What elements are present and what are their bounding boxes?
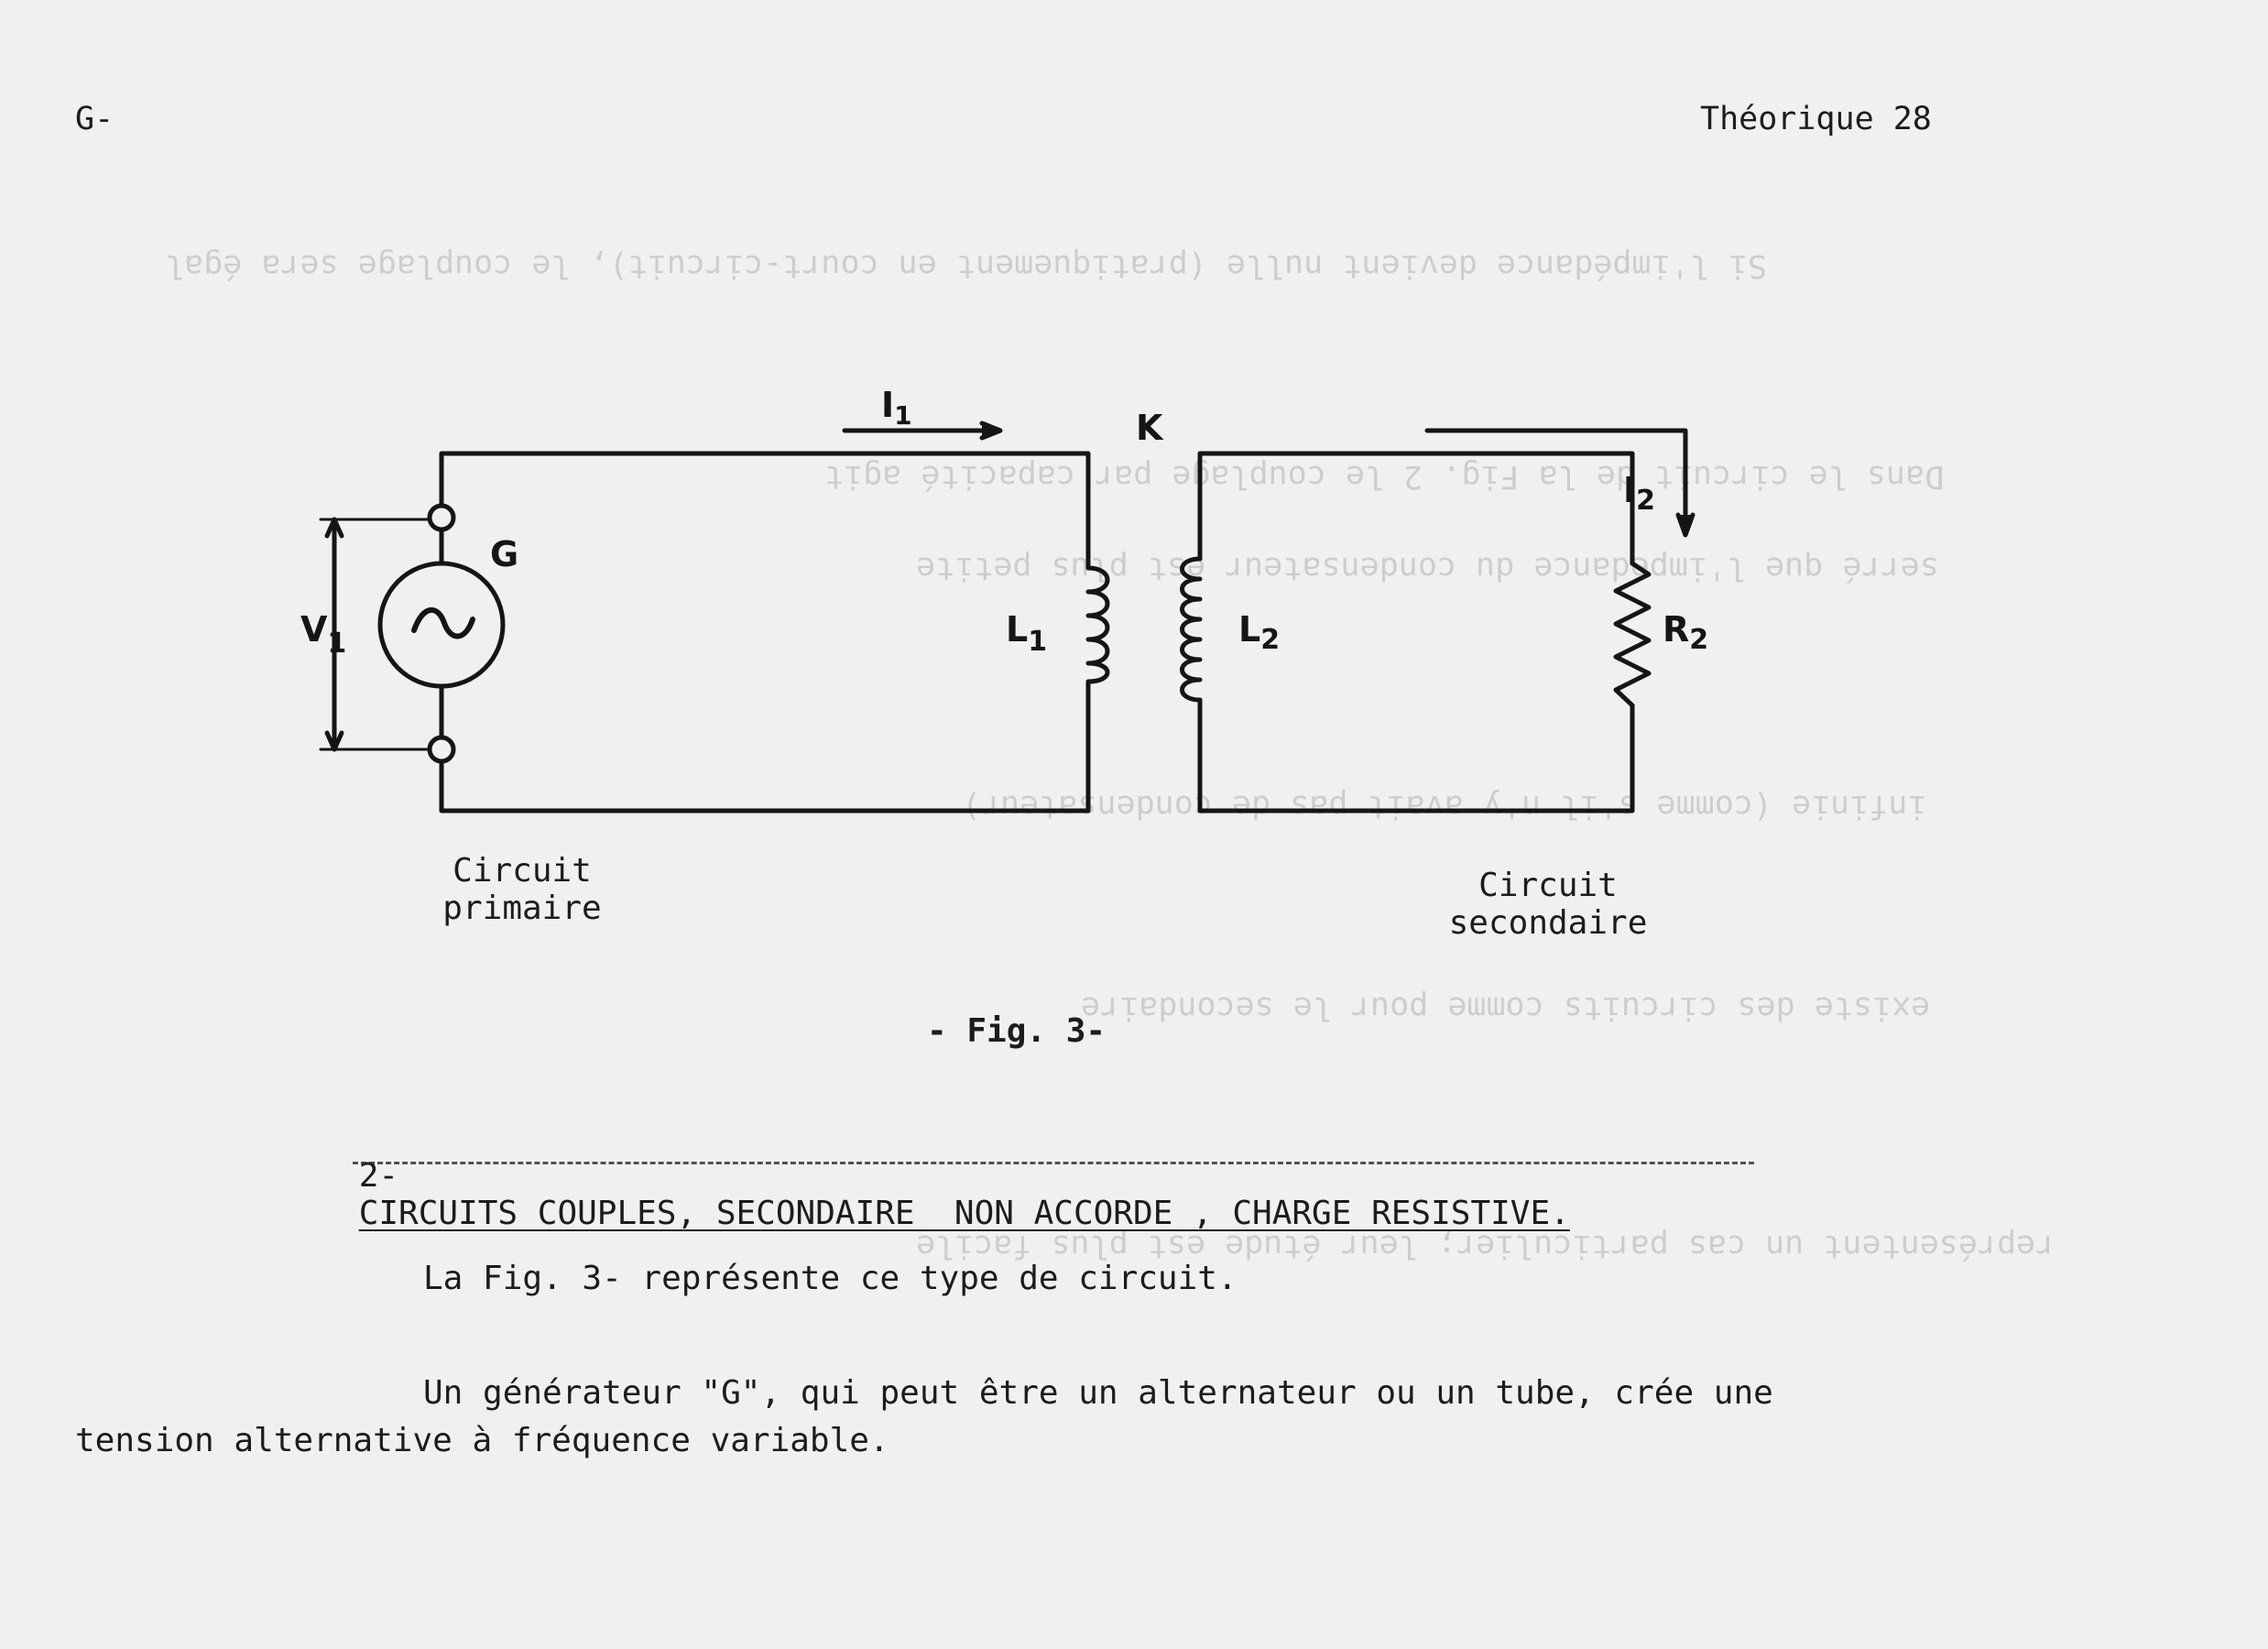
- label-g: G: [490, 534, 518, 574]
- page-number-label: Théorique 28: [1700, 101, 1932, 137]
- label-v1: V1: [300, 609, 346, 660]
- label-l2: L2: [1238, 609, 1280, 656]
- label-l1: L1: [1006, 609, 1047, 658]
- primary-wire-bottom: [439, 703, 1091, 814]
- primary-caption-line1: Circuit: [453, 852, 592, 890]
- secondary-caption-line2: secondaire: [1448, 904, 1648, 942]
- inductor-l2: [1180, 556, 1203, 703]
- label-i2: I2: [1623, 470, 1655, 517]
- heading-double-underline: [353, 1162, 1754, 1164]
- figure-caption: - Fig. 3-: [927, 1012, 1107, 1050]
- inductor-l1: [1085, 565, 1110, 708]
- label-k: K: [1136, 408, 1164, 448]
- primary-circuit-caption: Circuit primaire: [385, 852, 660, 927]
- primary-caption-line2: primaire: [442, 890, 602, 927]
- label-i1: I1: [881, 385, 912, 431]
- paragraph-fig-reference: La Fig. 3- représente ce type de circuit…: [423, 1260, 1238, 1297]
- resistor-r2: [1613, 561, 1652, 708]
- label-r2: R2: [1663, 609, 1708, 656]
- ac-sine-icon: [411, 606, 475, 639]
- paragraph-generator-line2: tension alternative à fréquence variable…: [75, 1422, 889, 1459]
- page-section-label: G-: [75, 101, 114, 137]
- secondary-circuit-caption: Circuit secondaire: [1401, 867, 1695, 942]
- section-title: CIRCUITS COUPLES, SECONDAIRE NON ACCORDE…: [358, 1195, 1570, 1232]
- section-heading: 2- CIRCUITS COUPLES, SECONDAIRE NON ACCO…: [279, 1119, 1570, 1270]
- secondary-wire-top: [1197, 451, 1635, 566]
- paragraph-generator-line1: Un générateur "G", qui peut être un alte…: [423, 1374, 1773, 1412]
- secondary-wire-bottom: [1197, 697, 1635, 814]
- generator-symbol: [377, 561, 506, 689]
- terminal-bottom: [427, 735, 456, 764]
- primary-wire-top: [439, 451, 1091, 571]
- secondary-caption-line1: Circuit: [1478, 867, 1618, 904]
- terminal-top: [427, 503, 456, 532]
- current-arrow-i2: [1424, 428, 1688, 534]
